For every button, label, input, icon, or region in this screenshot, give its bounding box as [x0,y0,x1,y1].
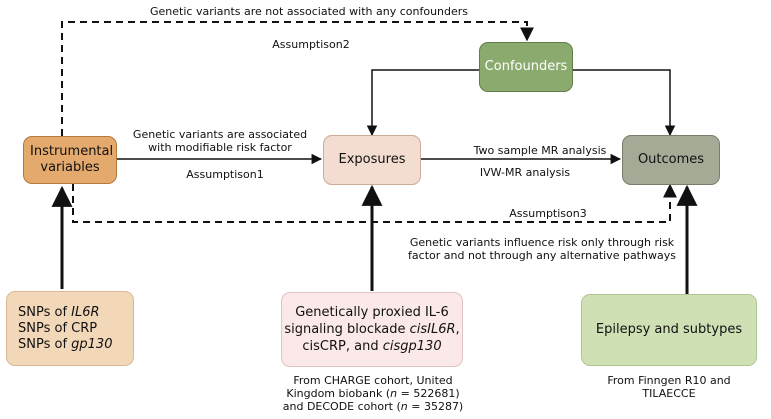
label-assumption1: Assumptison1 [186,168,264,181]
caption-finngen-source: From Finngen R10 and TILAECCE [607,374,731,400]
node-outcomes-label: Outcomes [637,152,705,167]
snps-line-il6r: SNPs of IL6R [18,304,100,320]
node-outcomes: Outcomes [622,135,720,185]
node-exposures: Exposures [323,135,421,185]
assumption2-dashed-arrow [61,21,534,136]
caption-charge-source: From CHARGE cohort, United Kingdom bioba… [282,374,464,413]
label-two-sample-mr: Two sample MR analysis [473,144,607,157]
genetic-proxy-text: Genetically proxied IL-6 signaling block… [284,305,460,354]
label-not-associated: Genetic variants are not associated with… [150,5,469,18]
node-instrumental-variables-label: Instrumental variables [30,144,114,175]
node-snps: SNPs of IL6R SNPs of CRP SNPs of gp130 [6,291,134,366]
label-influence: Genetic variants influence risk only thr… [408,236,676,262]
label-ivw-mr: IVW-MR analysis [479,166,571,179]
snps-list: SNPs of IL6R SNPs of CRP SNPs of gp130 [18,305,112,353]
node-genetic-proxy: Genetically proxied IL-6 signaling block… [281,292,463,367]
node-confounders-label: Confounders [484,59,568,74]
node-instrumental-variables: Instrumental variables [23,136,117,184]
label-associated: Genetic variants are associated with mod… [132,128,308,154]
node-epilepsy: Epilepsy and subtypes [581,294,757,366]
node-epilepsy-label: Epilepsy and subtypes [595,322,743,337]
label-assumption3: Assumptison3 [509,207,587,220]
snps-line-gp130: SNPs of gp130 [18,336,113,352]
node-exposures-label: Exposures [338,152,406,167]
snps-line-crp: SNPs of CRP [18,320,98,336]
confounders-to-outcomes-arrow [573,69,676,137]
label-assumption2: Assumptison2 [272,38,350,51]
confounders-to-exposures-arrow [366,69,479,137]
node-confounders: Confounders [479,42,573,92]
